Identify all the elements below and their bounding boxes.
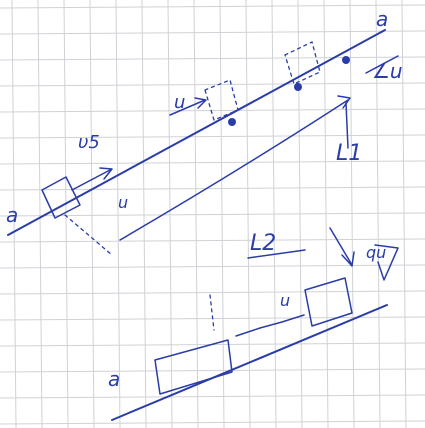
grid-line-horizontal [0, 290, 425, 295]
upper-block [41, 176, 81, 219]
lower-right-marks [374, 244, 399, 281]
upper-point-1 [228, 118, 236, 126]
l2-line [247, 249, 306, 259]
upper-incline [7, 29, 399, 256]
grid-line-vertical [141, 0, 147, 428]
grid-line-vertical [193, 0, 199, 428]
lower-incline-start-label: a [108, 367, 120, 391]
grid-line-vertical [89, 0, 95, 428]
angle-label: ∠u [372, 59, 403, 83]
grid-line-horizontal [0, 394, 425, 399]
lower-right-mark-label: qu [366, 243, 386, 262]
grid-line-vertical [11, 0, 17, 428]
lower-block-2 [304, 277, 353, 327]
grid-line-horizontal [0, 212, 425, 217]
angle-mark [365, 55, 399, 74]
lower-incline [111, 227, 399, 421]
grid-line-vertical [167, 0, 173, 428]
grid-line-horizontal [0, 4, 425, 9]
grid-line-horizontal [0, 30, 425, 35]
grid-line-horizontal [0, 264, 425, 269]
grid-line-horizontal [0, 238, 425, 243]
length-2-label: L2 [250, 231, 276, 256]
lower-block-u-label: u [280, 291, 290, 310]
upper-point-2 [294, 83, 302, 91]
upper-u-label: u [174, 92, 185, 113]
grid-line-vertical [37, 0, 43, 428]
grid-line-horizontal [0, 186, 425, 191]
upper-incline-line [7, 29, 386, 236]
labels: a a u υ5 u ∠u L1 L2 u a qu [6, 7, 403, 391]
upper-velocity-arrow [71, 167, 113, 191]
grid-line-vertical [401, 0, 407, 428]
lower-right-arrow [329, 227, 355, 267]
grid-line-vertical [63, 0, 69, 428]
grid-line-horizontal [0, 108, 425, 113]
lower-dashed-mark [209, 294, 215, 331]
grid-line-vertical [115, 0, 121, 428]
upper-block-u-label: u [118, 193, 128, 212]
grid-line-vertical [375, 0, 381, 428]
grid-line-horizontal [0, 82, 425, 87]
grid-line-horizontal [0, 420, 425, 425]
upper-u-arrow [169, 97, 207, 116]
grid-line-horizontal [0, 134, 425, 139]
upper-dashed-drop [64, 214, 113, 256]
upper-ghost-block-1 [204, 79, 239, 121]
upper-velocity-label: υ5 [78, 132, 100, 153]
upper-incline-start-label: a [6, 203, 18, 227]
upper-ghost-block-2 [284, 41, 321, 85]
grid-line-horizontal [0, 56, 425, 61]
upper-incline-end-label: a [376, 7, 388, 31]
lower-incline-line [111, 304, 388, 421]
lower-block-1 [154, 339, 233, 395]
length-1-label: L1 [336, 141, 362, 166]
l1-line [345, 102, 349, 149]
l1-arrow-head [337, 95, 351, 109]
lower-connector [235, 314, 305, 337]
grid-line-horizontal [0, 368, 425, 373]
upper-arc [119, 99, 349, 241]
upper-point-3 [342, 56, 350, 64]
grid-line-horizontal [0, 160, 425, 165]
